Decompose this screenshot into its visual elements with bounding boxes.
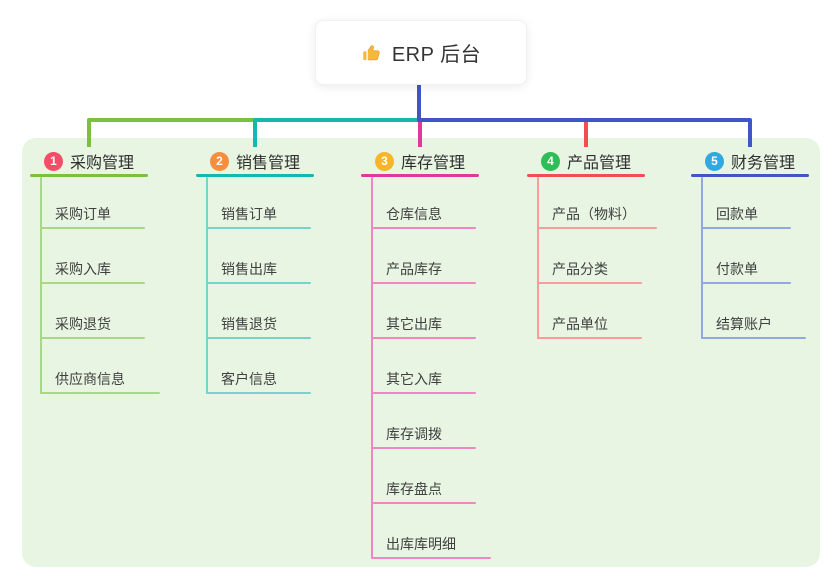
branch-title-label: 产品管理 <box>566 155 631 172</box>
node-label[interactable]: 结算账户 <box>716 316 772 332</box>
node-label[interactable]: 采购入库 <box>55 261 111 277</box>
branch-subtree-line <box>371 177 373 559</box>
branch-header[interactable]: 4 产品管理 <box>527 149 645 173</box>
branch-index-badge: 3 <box>374 151 394 171</box>
node-label[interactable]: 销售订单 <box>221 206 277 222</box>
branch-underline <box>361 174 479 177</box>
node-underline <box>206 282 311 284</box>
node-label[interactable]: 付款单 <box>716 261 758 277</box>
branch-subtree-line <box>40 177 42 394</box>
node-label[interactable]: 采购退货 <box>55 316 111 332</box>
branch-underline <box>30 174 148 177</box>
node-underline <box>40 337 145 339</box>
node-label[interactable]: 其它出库 <box>386 316 442 332</box>
branches-panel <box>22 138 820 567</box>
branch-index-badge: 2 <box>209 151 229 171</box>
node-label[interactable]: 库存调拨 <box>386 426 442 442</box>
root-node[interactable]: ERP 后台 <box>315 20 527 85</box>
node-underline <box>371 392 476 394</box>
node-underline <box>206 337 311 339</box>
node-label[interactable]: 销售出库 <box>221 261 277 277</box>
node-label[interactable]: 产品（物料） <box>552 206 636 222</box>
node-underline <box>371 337 476 339</box>
branch-index-badge: 4 <box>540 151 560 171</box>
node-underline <box>371 447 476 449</box>
branch-subtree-line <box>537 177 539 339</box>
node-label[interactable]: 产品分类 <box>552 261 608 277</box>
node-underline <box>206 392 311 394</box>
branch-underline <box>527 174 645 177</box>
branch-index-badge: 5 <box>704 151 724 171</box>
node-underline <box>537 227 657 229</box>
branch-index-badge: 1 <box>43 151 63 171</box>
node-label[interactable]: 产品单位 <box>552 316 608 332</box>
branch-underline <box>196 174 314 177</box>
node-underline <box>701 282 791 284</box>
node-underline <box>40 282 145 284</box>
branch-title-label: 财务管理 <box>730 155 795 172</box>
node-underline <box>371 557 491 559</box>
branch-header[interactable]: 2 销售管理 <box>196 149 314 173</box>
branch-subtree-line <box>206 177 208 394</box>
branch-header[interactable]: 1 采购管理 <box>30 149 148 173</box>
root-title: ERP 后台 <box>391 44 482 66</box>
node-label[interactable]: 回款单 <box>716 206 758 222</box>
branch-title-label: 采购管理 <box>69 155 134 172</box>
branch-subtree-line <box>701 177 703 339</box>
branch-header[interactable]: 3 库存管理 <box>361 149 479 173</box>
thumbs-up-icon <box>361 42 383 64</box>
node-label[interactable]: 库存盘点 <box>386 481 442 497</box>
node-label[interactable]: 仓库信息 <box>386 206 442 222</box>
node-underline <box>40 392 160 394</box>
branch-title-label: 库存管理 <box>400 155 465 172</box>
node-underline <box>537 337 642 339</box>
node-label[interactable]: 客户信息 <box>221 371 277 387</box>
node-underline <box>371 502 476 504</box>
node-label[interactable]: 销售退货 <box>221 316 277 332</box>
branch-underline <box>691 174 809 177</box>
node-underline <box>206 227 311 229</box>
node-underline <box>371 227 476 229</box>
node-label[interactable]: 产品库存 <box>386 261 442 277</box>
node-underline <box>371 282 476 284</box>
node-underline <box>537 282 642 284</box>
node-label[interactable]: 采购订单 <box>55 206 111 222</box>
branch-title-label: 销售管理 <box>235 155 300 172</box>
node-underline <box>701 337 806 339</box>
node-underline <box>701 227 791 229</box>
node-label[interactable]: 供应商信息 <box>55 371 125 387</box>
node-underline <box>40 227 145 229</box>
node-label[interactable]: 其它入库 <box>386 371 442 387</box>
branch-header[interactable]: 5 财务管理 <box>691 149 809 173</box>
node-label[interactable]: 出库库明细 <box>386 536 456 552</box>
